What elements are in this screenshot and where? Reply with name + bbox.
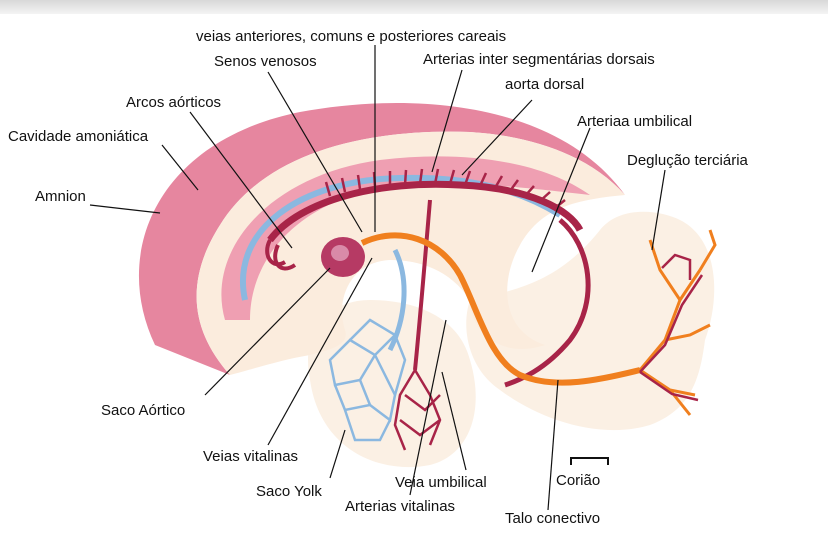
label-arterias-vitalinas: Arterias vitalinas <box>345 498 455 516</box>
label-amnion: Amnion <box>35 188 86 206</box>
label-saco-aortico: Saco Aórtico <box>101 402 185 420</box>
chorion-bracket <box>571 458 608 465</box>
label-aorta-dorsal: aorta dorsal <box>505 76 584 94</box>
label-coriao: Corião <box>556 472 600 490</box>
label-arterias-inter: Arterias inter segmentárias dorsais <box>423 51 655 69</box>
label-arcos-aorticos: Arcos aórticos <box>126 94 221 112</box>
label-deglucao-terciaria: Deglução terciária <box>627 152 748 170</box>
label-arteria-umbilical: Arteriaa umbilical <box>577 113 692 131</box>
label-veias-anteriores: veias anteriores, comuns e posteriores c… <box>196 28 506 46</box>
label-cavidade-amoniatica: Cavidade amoniática <box>8 128 148 146</box>
label-veia-umbilical: Veia umbilical <box>395 474 487 492</box>
heart-highlight <box>331 245 349 261</box>
label-talo-conectivo: Talo conectivo <box>505 510 600 528</box>
label-veias-vitalinas: Veias vitalinas <box>203 448 298 466</box>
label-senos-venosos: Senos venosos <box>214 53 317 71</box>
label-saco-yolk: Saco Yolk <box>256 483 322 501</box>
